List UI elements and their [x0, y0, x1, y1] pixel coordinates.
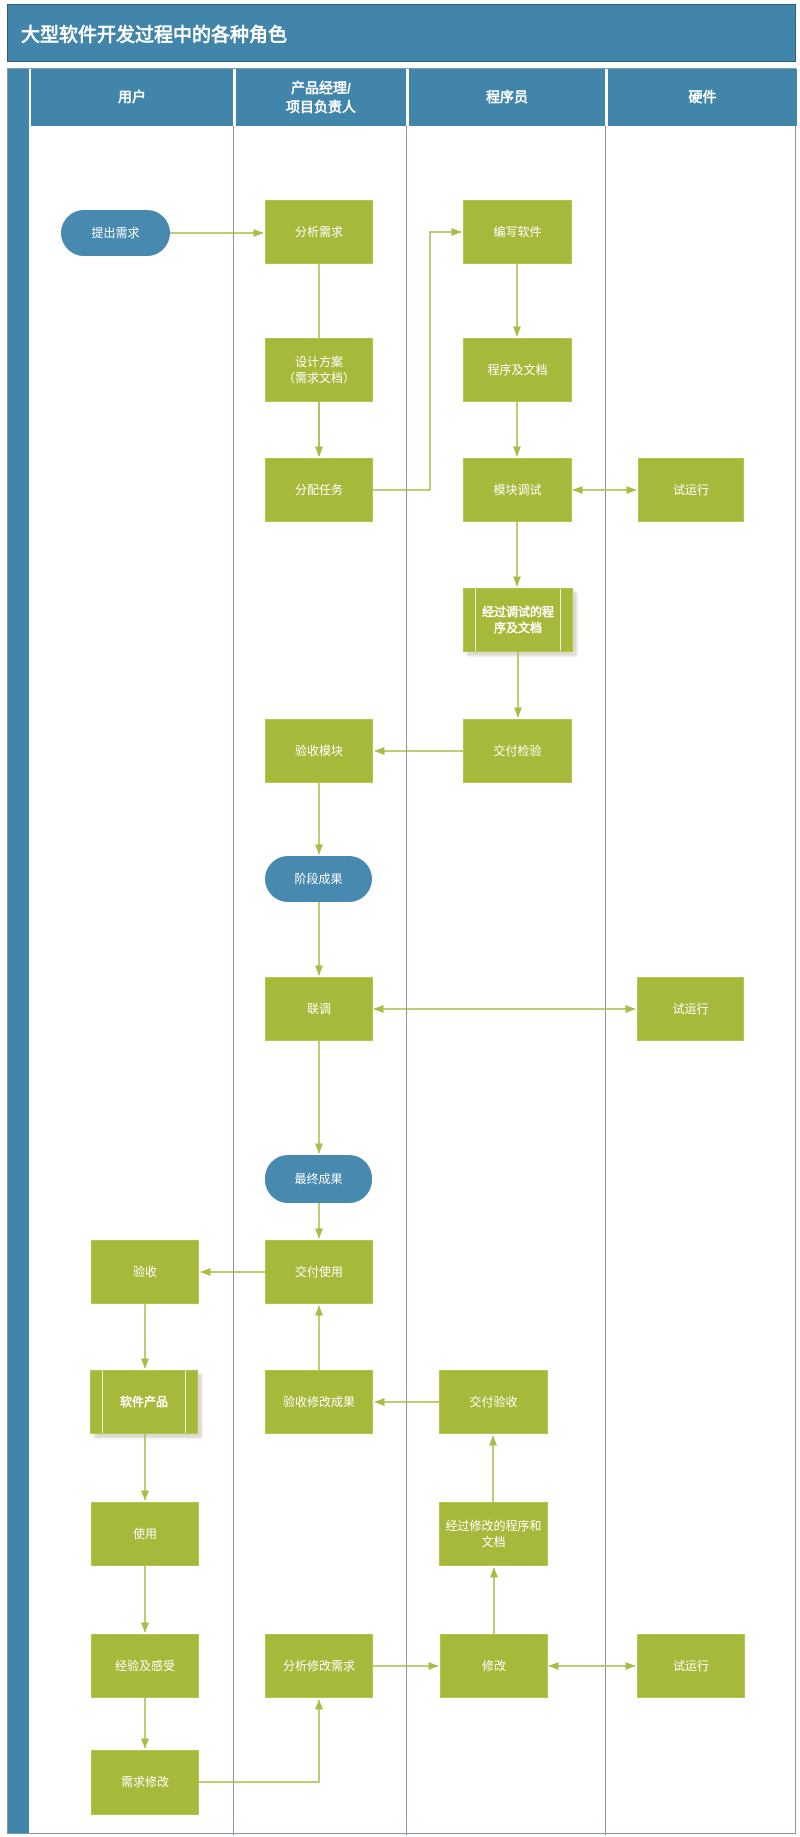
lane-header-programmer: 程序员 [409, 69, 605, 126]
node-trial-run-2: 试运行 [637, 977, 744, 1041]
node-experience-and-feelings: 经验及感受 [91, 1634, 199, 1698]
lane-divider-3 [605, 126, 606, 1835]
lane-header-hardware: 硬件 [608, 69, 797, 126]
node-module-debugging: 模块调试 [463, 458, 572, 522]
node-trial-run-1: 试运行 [638, 458, 744, 522]
node-design-plan: 设计方案 （需求文档） [265, 338, 373, 402]
node-accept-modules: 验收模块 [265, 719, 373, 783]
node-requirement-changes: 需求修改 [91, 1750, 199, 1815]
node-deliver-for-use: 交付使用 [265, 1240, 373, 1304]
node-trial-run-3: 试运行 [637, 1634, 745, 1698]
lane-header-product-manager: 产品经理/ 项目负责人 [236, 69, 406, 126]
node-analyze-modification-requests: 分析修改需求 [265, 1634, 373, 1698]
node-debugged-program-and-docs: 经过调试的程 序及文档 [463, 588, 573, 652]
node-acceptance: 验收 [91, 1240, 199, 1304]
node-propose-requirements: 提出需求 [61, 210, 170, 256]
node-deliver-for-acceptance: 交付验收 [439, 1370, 548, 1434]
lane-divider-1 [233, 126, 234, 1835]
pool-title-strip [8, 69, 31, 1833]
node-assign-tasks: 分配任务 [265, 458, 373, 522]
node-modified-program-and-docs: 经过修改的程序和 文档 [439, 1502, 548, 1566]
node-accept-modified-results: 验收修改成果 [265, 1370, 373, 1434]
node-deliver-for-inspection: 交付检验 [463, 719, 572, 783]
node-final-results: 最终成果 [265, 1155, 372, 1203]
node-use: 使用 [91, 1502, 199, 1566]
node-stage-results: 阶段成果 [265, 856, 372, 902]
page-title: 大型软件开发过程中的各种角色 [7, 4, 796, 62]
node-analyze-requirements: 分析需求 [265, 200, 373, 264]
node-write-software: 编写软件 [463, 200, 572, 264]
node-software-product: 软件产品 [90, 1370, 198, 1434]
lane-divider-2 [406, 126, 407, 1835]
node-joint-debugging: 联调 [265, 977, 373, 1041]
swimlane-pool: 用户 产品经理/ 项目负责人 程序员 硬件 [7, 68, 797, 1835]
node-program-and-docs: 程序及文档 [463, 338, 572, 402]
lane-header-user: 用户 [31, 69, 233, 126]
node-modify: 修改 [440, 1634, 548, 1698]
